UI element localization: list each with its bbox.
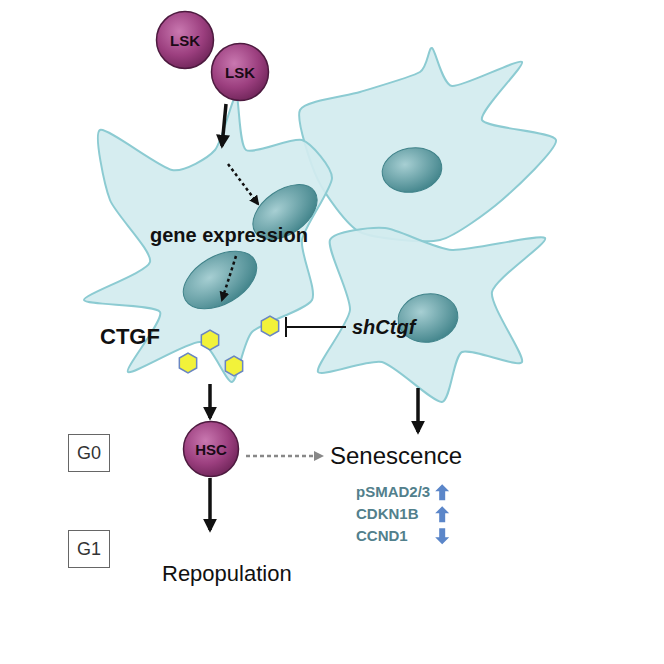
arrow <box>246 455 322 458</box>
ctgf-protein <box>201 330 218 350</box>
cell-name: LSK <box>170 32 200 49</box>
nucleus <box>379 143 446 197</box>
arrow <box>222 104 226 146</box>
cell-circle: HSC <box>182 420 240 478</box>
outcome-label: Repopulation <box>162 562 292 586</box>
marker-label: CDKN1B <box>356 506 419 523</box>
ctgf-protein <box>179 353 196 373</box>
ctgf-protein <box>261 316 278 336</box>
cell-circle: LSK <box>210 42 270 102</box>
stromal-cell <box>84 96 332 382</box>
outcome-label: Senescence <box>330 443 462 469</box>
ctgf-protein <box>225 356 242 376</box>
cell-circle: LSK <box>155 10 215 70</box>
phase-box: G0 <box>68 434 110 472</box>
phase-name: G0 <box>77 443 101 464</box>
inhibition-line <box>286 326 346 328</box>
down-arrow <box>435 528 449 544</box>
stromal-cell <box>318 228 545 402</box>
arrow <box>416 388 420 432</box>
arrow <box>228 164 258 204</box>
process-label: gene expression <box>150 224 308 246</box>
nucleus <box>173 239 266 321</box>
up-arrow <box>435 506 449 522</box>
protein-label: CTGF <box>100 325 160 349</box>
up-arrow <box>435 484 449 500</box>
arrow <box>208 478 212 530</box>
inhibition-bar <box>285 317 287 337</box>
shrna-label: shCtgf <box>352 316 415 338</box>
arrow <box>222 256 236 300</box>
cell-name: HSC <box>195 441 227 458</box>
stromal-cell <box>299 48 556 241</box>
phase-box: G1 <box>68 530 110 568</box>
marker-label: pSMAD2/3 <box>356 484 430 501</box>
phase-name: G1 <box>77 539 101 560</box>
cell-name: LSK <box>225 64 255 81</box>
marker-label: CCND1 <box>356 528 408 545</box>
arrow <box>208 384 212 418</box>
